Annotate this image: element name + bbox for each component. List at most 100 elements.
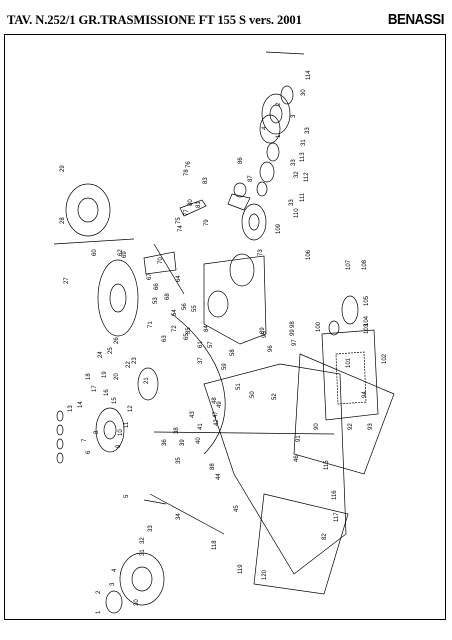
part-number-label: 56 [182, 303, 188, 310]
part-number-label: 24 [98, 351, 104, 358]
part-shaft [153, 431, 335, 435]
part-number-label: 50 [250, 391, 256, 398]
part-number-label: 47 [213, 411, 219, 418]
part-number-label: 31 [301, 139, 307, 146]
part-number-label: 62 [118, 249, 124, 256]
part-number-label: 8 [94, 430, 100, 434]
part-number-label: 12 [128, 405, 134, 412]
part-number-label: 90 [314, 423, 320, 430]
part-number-label: 105 [364, 295, 370, 306]
drawing-frame [4, 34, 446, 620]
part-number-label: 83 [203, 177, 209, 184]
part-number-label: 4 [112, 568, 118, 572]
part-number-label: 114 [306, 70, 312, 80]
part-number-label: 48 [212, 397, 218, 404]
part-number-label: 46 [294, 455, 300, 462]
part-number-label: 70 [158, 257, 164, 264]
part-number-label: 85 [186, 327, 192, 334]
part-plate-120 [253, 493, 349, 595]
brand-logo: BENASSI [387, 12, 445, 28]
part-number-label: 66 [154, 283, 160, 290]
part-number-label: 33 [148, 525, 154, 532]
part-number-label: 87 [248, 175, 254, 182]
part-number-label: 1 [276, 134, 282, 138]
part-number-label: 68 [165, 293, 171, 300]
part-number-label: 103 [364, 323, 370, 334]
part-number-label: 109 [276, 223, 282, 234]
part-pulley-29 [65, 183, 111, 237]
part-number-label: 116 [332, 490, 338, 500]
part-number-label: 106 [306, 249, 312, 260]
part-number-label: 118 [212, 540, 218, 550]
part-number-label: 77 [184, 209, 190, 216]
part-link-69 [143, 251, 177, 275]
part-number-label: 108 [362, 259, 368, 270]
part-number-label: 41 [198, 423, 204, 430]
part-number-label: 2 [96, 590, 102, 594]
part-number-label: 63 [162, 335, 168, 342]
part-number-label: 35 [176, 457, 182, 464]
part-number-label: 44 [216, 473, 222, 480]
part-number-label: 69 [122, 251, 128, 258]
part-number-label: 9 [116, 444, 122, 448]
part-number-label: 4 [262, 126, 268, 130]
part-number-label: 36 [162, 439, 168, 446]
part-number-label: 58 [230, 349, 236, 356]
part-number-label: 53 [153, 297, 159, 304]
part-number-label: 73 [258, 249, 264, 256]
part-number-label: 107 [346, 259, 352, 270]
part-number-label: 74 [178, 225, 184, 232]
part-number-label: 26 [114, 337, 120, 344]
part-number-label: 37 [198, 357, 204, 364]
part-number-label: 64 [176, 275, 182, 282]
part-number-label: 33 [289, 199, 295, 206]
part-number-label: 80 [188, 199, 194, 206]
part-number-label: 33 [291, 159, 297, 166]
part-number-label: 20 [114, 373, 120, 380]
part-number-label: 30 [301, 89, 307, 96]
part-number-label: 72 [172, 325, 178, 332]
part-number-label: 65 [184, 333, 190, 340]
part-number-label: 11 [124, 421, 130, 428]
part-number-label: 82 [322, 533, 328, 540]
part-number-label: 91 [296, 435, 302, 442]
part-number-label: 16 [104, 389, 110, 396]
part-link-78 [179, 199, 207, 217]
part-number-label: 60 [92, 249, 98, 256]
part-number-label: 10 [118, 429, 124, 436]
part-number-label: 7 [82, 438, 88, 442]
part-number-label: 30 [134, 599, 140, 606]
part-number-label: 14 [78, 401, 84, 408]
part-number-label: 43 [190, 411, 196, 418]
part-number-label: 117 [334, 512, 340, 522]
part-number-label: 22 [126, 361, 132, 368]
part-number-label: 31 [140, 549, 146, 556]
part-number-label: 1 [96, 610, 102, 614]
part-number-label: 42 [214, 419, 220, 426]
part-lever-87 [227, 193, 251, 211]
part-number-label: 5 [124, 494, 130, 498]
part-number-label: 39 [180, 439, 186, 446]
part-pulley-27 [97, 259, 139, 337]
part-number-label: 19 [102, 371, 108, 378]
part-gear-86 [233, 182, 247, 198]
part-number-label: 67 [147, 273, 153, 280]
part-pulley-10 [95, 407, 125, 453]
part-number-label: 28 [60, 217, 66, 224]
part-plate-102 [293, 353, 395, 475]
part-number-label: 40 [196, 437, 202, 444]
part-rod-68 [153, 243, 185, 295]
part-number-label: 96 [268, 345, 274, 352]
part-bracket-101 [321, 329, 379, 421]
part-number-label: 3 [291, 114, 297, 118]
part-number-label: 6 [86, 450, 92, 454]
part-gear-107 [341, 295, 359, 325]
part-number-label: 84 [204, 325, 210, 332]
part-number-label: 32 [140, 537, 146, 544]
part-number-label: 120 [262, 569, 268, 580]
part-number-label: 115 [324, 460, 330, 470]
part-rod-114 [265, 51, 305, 55]
part-number-label: 112 [304, 172, 310, 182]
